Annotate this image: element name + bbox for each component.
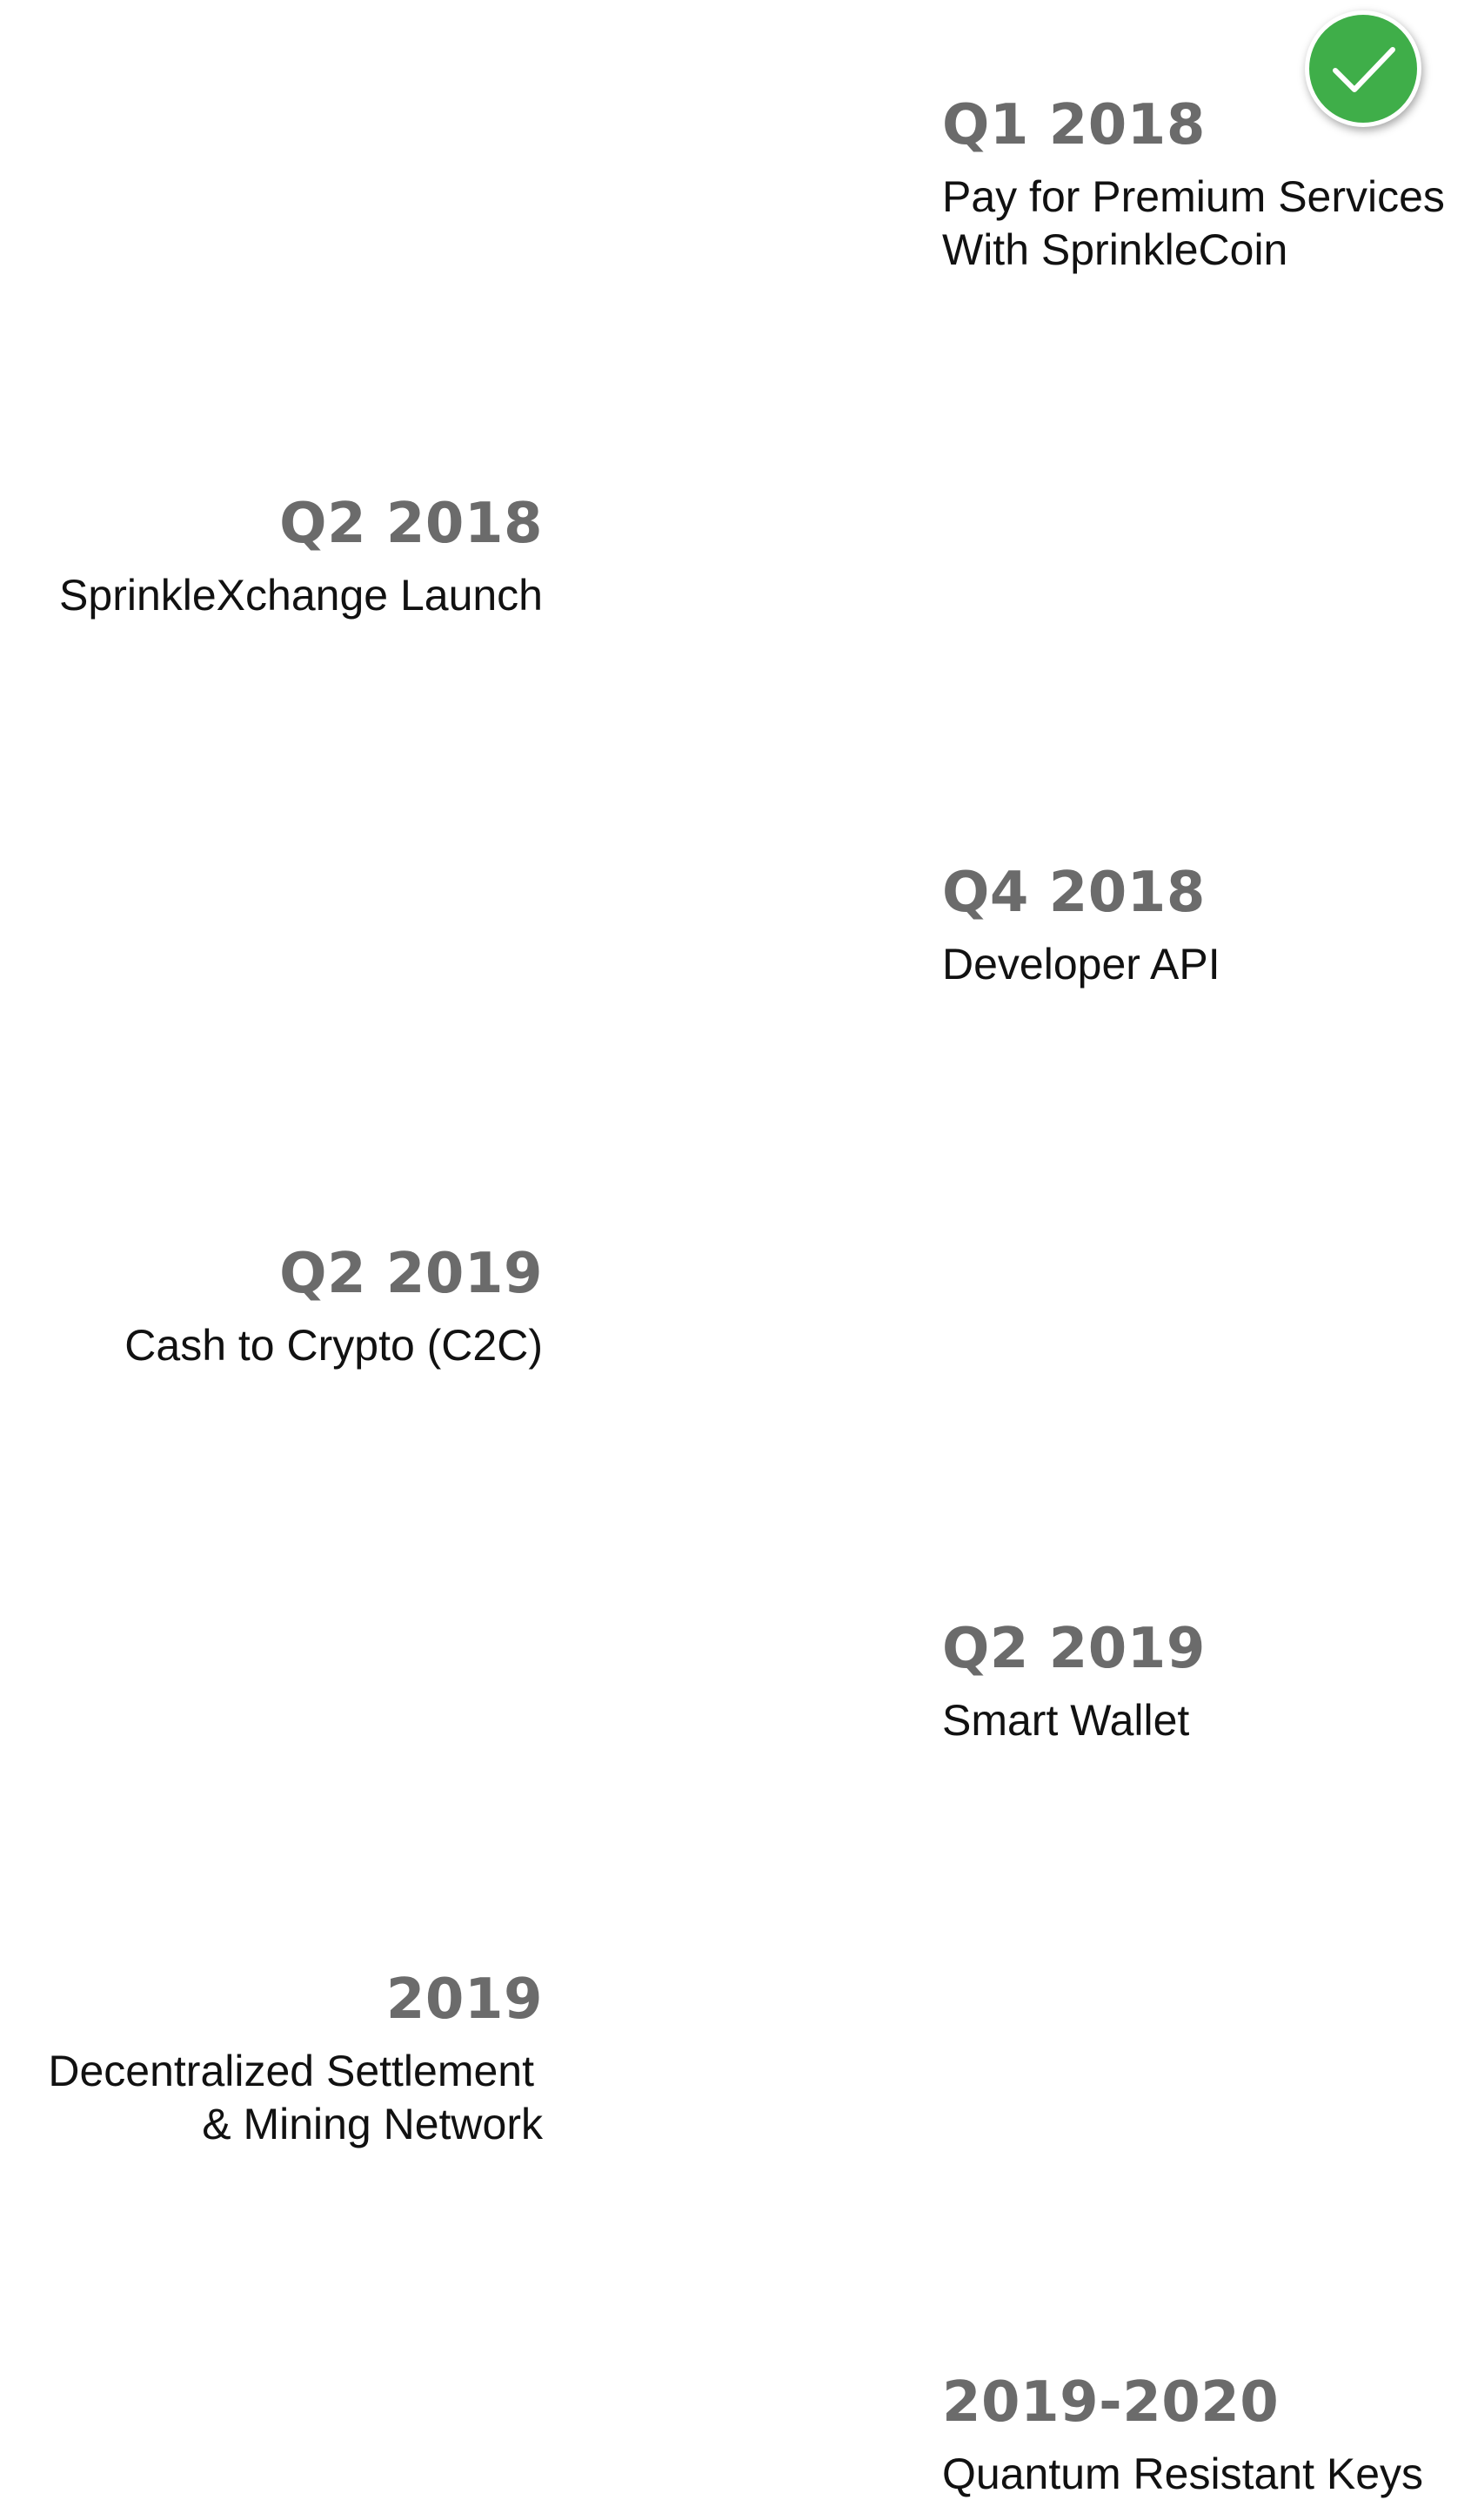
milestone-q2-2019-c2c: Q2 2019 Cash to Crypto (C2C) — [124, 1242, 543, 1372]
milestone-2019-2020: 2019-2020 Quantum Resistant Keys — [942, 2370, 1424, 2501]
milestone-q2-2018: Q2 2018 SprinkleXchange Launch — [59, 492, 543, 622]
milestone-period: 2019 — [385, 1967, 543, 2032]
milestone-title: Pay for Premium Services With SprinkleCo… — [942, 171, 1445, 274]
milestone-period: Q2 2018 — [279, 492, 543, 556]
milestone-title: Quantum Resistant Keys — [942, 2449, 1424, 2498]
milestone-period: Q2 2019 — [942, 1617, 1206, 1681]
milestone-period: Q4 2018 — [942, 861, 1206, 925]
milestone-period: Q2 2019 — [279, 1242, 543, 1306]
milestone-title: Developer API — [942, 939, 1220, 989]
milestone-title: Decentralized Settlement & Mining Networ… — [48, 2046, 543, 2148]
completed-badge — [1305, 10, 1421, 127]
checkmark-icon — [1333, 47, 1395, 92]
milestone-period: Q1 2018 — [942, 93, 1206, 158]
milestone-period: 2019-2020 — [942, 2370, 1280, 2435]
milestone-q1-2018: Q1 2018 Pay for Premium Services With Sp… — [942, 93, 1445, 277]
milestone-title: Cash to Crypto (C2C) — [124, 1320, 543, 1370]
milestone-title: SprinkleXchange Launch — [59, 570, 543, 620]
milestone-q4-2018: Q4 2018 Developer API — [942, 861, 1220, 991]
milestone-q2-2019-wallet: Q2 2019 Smart Wallet — [942, 1617, 1206, 1747]
milestone-title: Smart Wallet — [942, 1695, 1190, 1745]
milestone-2019: 2019 Decentralized Settlement & Mining N… — [48, 1967, 543, 2151]
